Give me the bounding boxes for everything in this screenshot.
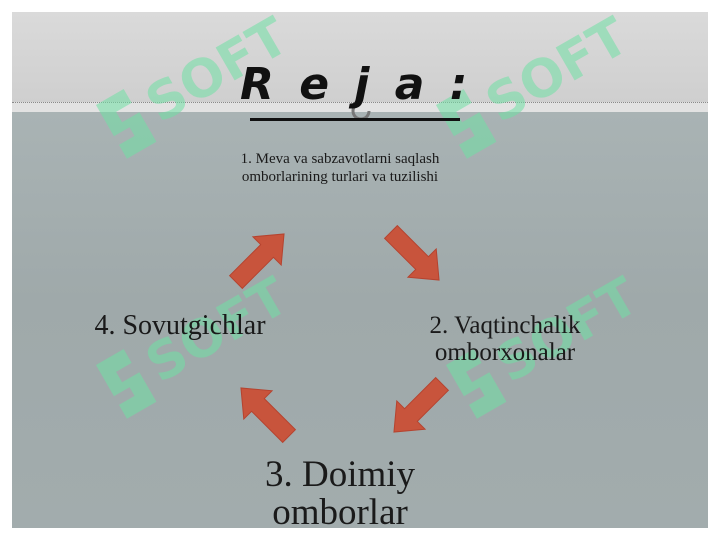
slide [12,12,708,528]
title-underline [250,118,460,121]
slide-title: R e j a : [240,59,473,110]
arrow-down-left-icon [393,376,450,433]
arrow-shape [383,224,440,281]
arrow-up-right-icon [228,233,285,290]
arrow-shape [240,387,297,444]
plan-item-3: 3. Doimiy omborlar [264,454,416,533]
header-band-strip [12,102,708,112]
arrow-up-left-icon [240,387,297,444]
arrow-shape [228,233,285,290]
content-background [12,112,708,528]
plan-item-2: 2. Vaqtinchalik omborxonalar [429,312,581,366]
plan-item-4: 4. Sovutgichlar [94,310,266,341]
arrow-shape [393,376,450,433]
arrow-down-right-icon [383,224,440,281]
divider-line [12,102,708,103]
plan-item-1: 1. Meva va sabzavotlarni saqlash omborla… [240,151,440,185]
header-band [12,12,708,102]
